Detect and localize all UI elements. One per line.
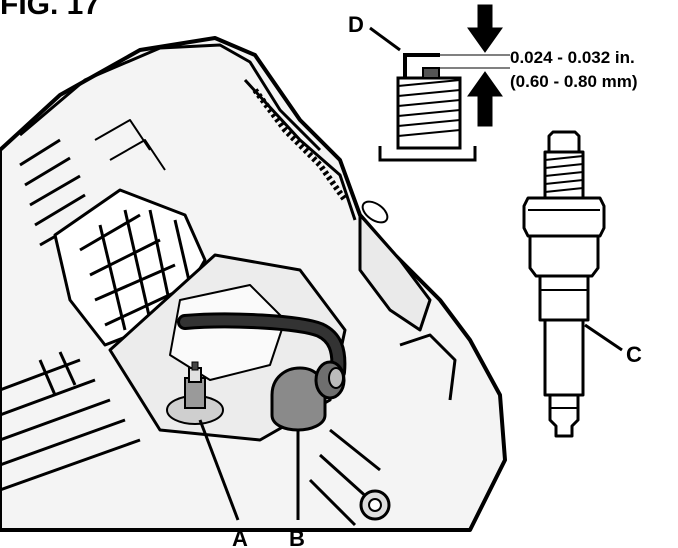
figure-title: FIG. 17 <box>0 0 100 21</box>
callout-c: C <box>626 342 642 367</box>
gap-spec-inches: 0.024 - 0.032 in. <box>510 48 635 67</box>
callout-a: A <box>232 526 248 548</box>
spark-plug-boot <box>270 360 346 432</box>
spare-spark-plug <box>522 130 623 438</box>
callout-d: D <box>348 12 364 37</box>
ignition-wire <box>177 312 347 380</box>
callout-leaders-ab <box>198 419 300 521</box>
gap-spec-mm: (0.60 - 0.80 mm) <box>510 72 638 91</box>
callout-b: B <box>289 526 305 548</box>
installed-spark-plug <box>166 361 224 425</box>
gap-detail <box>369 4 510 162</box>
